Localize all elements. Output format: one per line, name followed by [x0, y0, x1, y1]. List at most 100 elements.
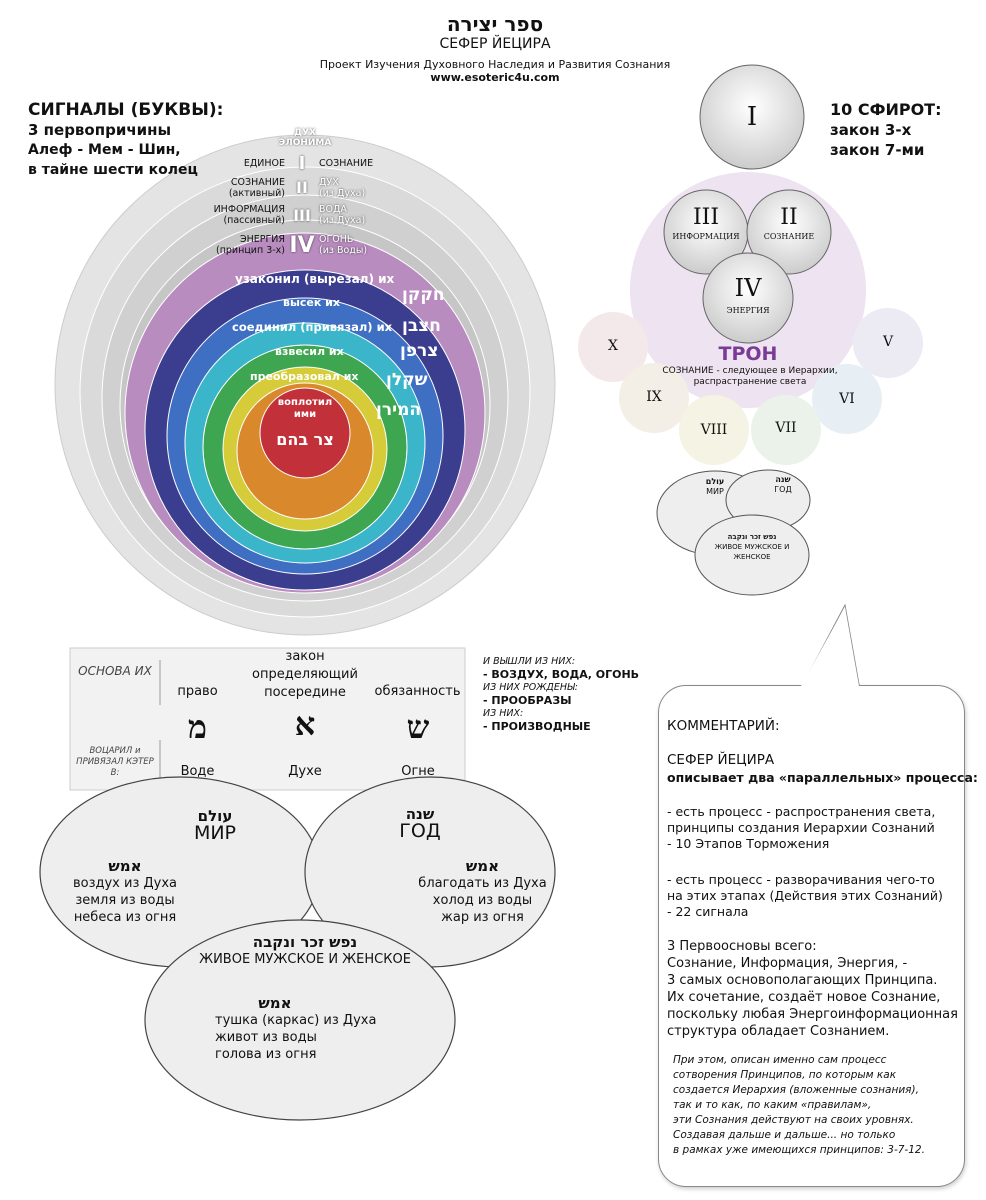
col-element: Духе	[288, 764, 322, 779]
action-ru: взвесил их	[275, 345, 344, 358]
comment-heading: СЕФЕР ЙЕЦИРА	[667, 752, 775, 768]
soul-amsh: אמש	[258, 994, 292, 1012]
sefira-2-label: СОЗНАНИЕ	[763, 232, 815, 241]
ring-row-left-sub: (принцип 3-х)	[215, 245, 285, 256]
col-head: право	[177, 684, 218, 699]
signals-block: СИГНАЛЫ (БУКВЫ): 3 первопричины Алеф - М…	[28, 100, 223, 180]
letter-alef: א	[294, 705, 316, 743]
sefira-1: I	[746, 102, 758, 132]
center-ru: воплотил ими	[277, 397, 333, 420]
comment-line: на этих этапах (Действия этих Сознаний)	[667, 888, 943, 903]
action-he: חצבן	[402, 316, 441, 336]
ring-row-right-sub: (из Воды)	[319, 245, 368, 256]
comment-line: поскольку любая Энергоинформационная	[667, 1007, 958, 1022]
soul-line: голова из огня	[215, 1047, 317, 1062]
letter-mem: מ	[188, 708, 207, 746]
comment-bubble	[658, 685, 965, 1187]
row-label-reign: ВОЦАРИЛ и ПРИВЯЗАЛ КЭТЕР В:	[76, 746, 154, 778]
soul-he: נפש זכר ונקבה	[252, 933, 358, 951]
sefira-4: IV	[734, 274, 762, 302]
ring-row-right: ДУХ	[319, 176, 339, 188]
world-line: небеса из огня	[73, 910, 177, 925]
small-venn-b-he: שנה	[775, 475, 791, 484]
sefira-3-label: ИНФОРМАЦИЯ	[672, 232, 740, 241]
signals-title: СИГНАЛЫ (БУКВЫ):	[28, 100, 224, 120]
ring-row-left: ИНФОРМАЦИЯ	[213, 204, 285, 215]
comment-line: - есть процесс - распространения света,	[667, 804, 936, 819]
row-label-basis: ОСНОВА ИХ	[78, 664, 152, 678]
outcome-list: И ВЫШЛИ ИЗ НИХ: - ВОЗДУХ, ВОДА, ОГОНЬ ИЗ…	[483, 655, 639, 733]
ring-row-left: ЭНЕРГИЯ	[239, 234, 285, 245]
outcome-line: ИЗ НИХ РОЖДЕНЫ:	[483, 682, 578, 693]
title-hebrew: ספר יצירה	[446, 12, 544, 36]
letter-shin: ש	[406, 708, 430, 746]
sefira-8: VIII	[700, 422, 728, 438]
sefirot-title: 10 СФИРОТ:	[830, 100, 942, 119]
small-venn-a-he: עולם	[705, 477, 725, 486]
comment-line: принципы создания Иерархии Сознаний	[667, 820, 935, 835]
ring-row-left-sub: (активный)	[228, 187, 285, 199]
world-ru: МИР	[193, 822, 237, 844]
sefira-3: III	[692, 205, 720, 230]
soul-line: тушка (каркас) из Духа	[215, 1013, 377, 1028]
small-venn-a-ru: МИР	[706, 487, 724, 496]
year-line: холод из воды	[432, 893, 533, 908]
signals-line: в тайне шести колец	[28, 162, 198, 178]
small-venn-c-ru: ЖИВОЕ МУЖСКОЕ И ЖЕНСКОЕ	[714, 543, 790, 561]
year-ru: ГОД	[399, 820, 441, 842]
comment-line: создается Иерархия (вложенные сознания),	[673, 1084, 919, 1096]
action-ru: высек их	[283, 296, 340, 309]
roman-num: II	[296, 178, 308, 197]
throne-desc: СОЗНАНИЕ - следующее в Иерархии,распраст…	[660, 366, 840, 388]
comment-line: Создавая дальше и дальше... но только	[673, 1129, 896, 1141]
throne-label: ТРОН	[718, 343, 778, 365]
signals-line: 3 первопричины	[28, 121, 172, 139]
ring-row-left-sub: (пассивный)	[223, 215, 285, 226]
year-amsh: אמש	[465, 857, 500, 875]
world-amsh: אמש	[108, 857, 142, 875]
ring-row-right-sub: (из Духа)	[319, 215, 366, 226]
comment-line: сотворения Принципов, по которым как	[673, 1069, 897, 1081]
rings	[54, 134, 556, 636]
throne-desc-line: распрастранение света	[693, 377, 807, 387]
signals-line: Алеф - Мем - Шин,	[28, 142, 181, 158]
col-head: закон определяющий посередине	[252, 649, 358, 700]
site-link[interactable]: www.esoteric4u.com	[430, 71, 560, 84]
outcome-line: ИЗ НИХ:	[483, 708, 524, 719]
action-ru: узаконил (вырезал) их	[235, 272, 395, 286]
ring-row-right: ОГОНЬ	[319, 234, 354, 245]
ring-row-left: СОЗНАНИЕ	[230, 176, 285, 188]
sefira-6: VI	[839, 391, 855, 407]
year-line: жар из огня	[441, 910, 524, 925]
sefira-5: V	[882, 334, 894, 350]
comment-line: При этом, описан именно сам процесс	[673, 1054, 887, 1066]
ring-row-right: ВОДА	[319, 204, 347, 215]
sefirot-line: закон 7-ми	[830, 141, 925, 159]
comment-line: - есть процесс - разворачивания чего-то	[667, 872, 935, 887]
comment-line: Сознание, Информация, Энергия, -	[667, 956, 908, 971]
comment-line: 3 Первоосновы всего:	[667, 939, 817, 954]
outcome-line: - ПРООБРАЗЫ	[483, 694, 572, 707]
ring-top-label: ДУХ ЭЛОНИМА	[278, 128, 332, 148]
sefirot-line: закон 3-х	[830, 121, 912, 139]
outcome-line: И ВЫШЛИ ИЗ НИХ:	[483, 656, 576, 667]
roman-num: III	[293, 205, 311, 225]
roman-num: IV	[289, 232, 315, 258]
world-he: עולם	[197, 807, 233, 825]
comment-line: в рамках уже имеющихся принципов: 3-7-12…	[673, 1144, 925, 1156]
action-he: שקלן	[386, 370, 428, 390]
action-ru: соединил (привязал) их	[232, 320, 393, 334]
sefira-2: II	[780, 205, 798, 230]
world-line: земля из воды	[75, 893, 175, 908]
sefira-7: VII	[775, 420, 797, 436]
soul-line: живот из воды	[215, 1030, 317, 1045]
outcome-line: - ВОЗДУХ, ВОДА, ОГОНЬ	[483, 668, 640, 681]
sefira-4-label: ЭНЕРГИЯ	[726, 306, 770, 315]
ring-row-right-sub: (из Духа)	[319, 187, 366, 199]
action-he: המירן	[376, 400, 422, 420]
small-venn-b-ru: ГОД	[774, 485, 792, 494]
soul-ru: ЖИВОЕ МУЖСКОЕ И ЖЕНСКОЕ	[199, 952, 411, 967]
comment-line: так и то как, по каким «правилам»,	[673, 1099, 872, 1111]
subtitle: Проект Изучения Духовного Наследия и Раз…	[319, 58, 671, 71]
